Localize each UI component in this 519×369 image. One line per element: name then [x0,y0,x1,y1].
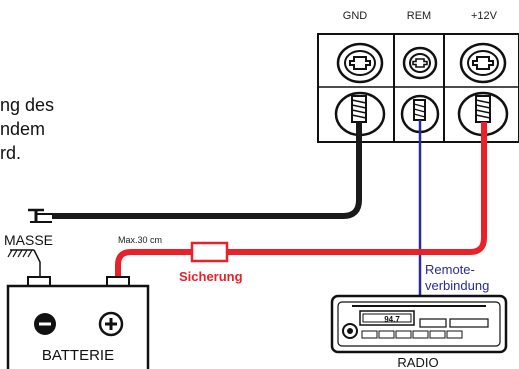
gnd-screw-icon [336,42,384,84]
battery [6,276,150,369]
plus12v-ferrule [475,95,491,123]
power-wire [115,122,487,282]
side-text-line3: rd. [0,143,21,163]
radio-display-text: 94.7 [384,315,400,324]
masse-label: MASSE [4,232,53,248]
terminal-label-12v: +12V [471,10,498,22]
chassis-ground-icon [28,208,52,223]
radio: 94.7 [330,294,508,354]
fuse-label: Sicherung [179,269,243,284]
radio-label: RADIO [397,355,438,369]
rem-screw-icon [402,46,438,80]
gnd-ferrule [351,95,367,123]
minus-circle-icon [34,313,56,335]
earth-hatch-icon [7,249,34,258]
side-text-line1: ng des [0,95,54,115]
remote-label-line2: verbindung [425,278,489,293]
rem-ferrule [413,99,426,121]
side-text-line2: ndem [0,119,45,139]
terminal-label-rem: REM [407,10,431,22]
ground-wire [52,122,362,219]
terminal-label-gnd: GND [343,10,368,22]
terminal-block [317,33,519,143]
remote-label-line1: Remote- [425,262,475,277]
max-length-label: Max.30 cm [118,235,162,245]
battery-label: BATTERIE [42,347,114,364]
fuse [190,241,229,263]
plus-circle-icon [98,311,124,337]
plus12v-screw-icon [459,42,507,84]
